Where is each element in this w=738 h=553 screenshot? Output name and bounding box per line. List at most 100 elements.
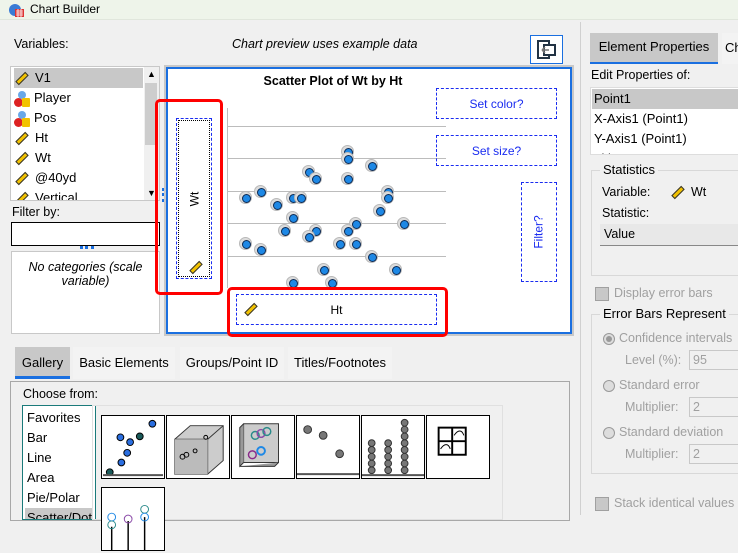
tab-chart-appearance[interactable]: Ch bbox=[722, 33, 738, 64]
variable-item[interactable]: V1 bbox=[14, 68, 143, 88]
collapse-preview-button[interactable] bbox=[530, 35, 563, 64]
chart-type-item[interactable]: Pie/Polar bbox=[27, 490, 80, 505]
scroll-thumb[interactable] bbox=[145, 83, 157, 145]
variable-name: Wt bbox=[35, 150, 51, 165]
thumbnail-grouped-3d-scatter[interactable] bbox=[231, 415, 295, 479]
y-axis-highlight bbox=[155, 99, 223, 295]
statistic-label: Statistic: bbox=[602, 206, 650, 220]
example-point bbox=[333, 236, 347, 250]
x-axis-drop-zone[interactable]: Ht bbox=[236, 294, 437, 325]
sd-multiplier-label: Multiplier: bbox=[625, 447, 679, 461]
example-point bbox=[301, 230, 315, 244]
title-bar: Chart Builder bbox=[0, 0, 738, 20]
gridline bbox=[228, 256, 446, 257]
nominal-icon bbox=[14, 110, 30, 127]
variable-item[interactable]: Player bbox=[14, 88, 143, 108]
variable-item[interactable]: @40yd bbox=[14, 168, 143, 188]
tab-element-properties[interactable]: Element Properties bbox=[590, 33, 718, 64]
scroll-up-icon[interactable]: ▲ bbox=[147, 69, 156, 79]
tab-titles-footnotes[interactable]: Titles/Footnotes bbox=[288, 347, 392, 379]
example-point bbox=[364, 249, 378, 263]
variable-item[interactable]: Pos bbox=[14, 108, 143, 128]
thumbnail-scatterplot-matrix[interactable] bbox=[426, 415, 490, 479]
sd-radio[interactable]: Standard deviation bbox=[603, 425, 723, 439]
example-point bbox=[253, 184, 267, 198]
thumbnail-summary-point[interactable] bbox=[296, 415, 360, 479]
display-error-bars-checkbox[interactable]: Display error bars bbox=[595, 286, 713, 301]
sd-label: Standard deviation bbox=[619, 425, 724, 439]
example-point bbox=[238, 190, 252, 204]
example-point bbox=[277, 223, 291, 237]
chart-type-item[interactable]: Scatter/Dot bbox=[25, 508, 93, 519]
radio[interactable] bbox=[603, 332, 615, 345]
element-item[interactable]: Point1 bbox=[592, 89, 738, 109]
variable-item[interactable]: Ht bbox=[14, 128, 143, 148]
chart-type-item[interactable]: Area bbox=[27, 470, 55, 485]
chart-type-item[interactable]: Line bbox=[27, 450, 52, 465]
element-item[interactable]: Y-Axis1 (Point1) bbox=[594, 131, 687, 146]
example-point bbox=[388, 262, 402, 276]
vertical-splitter-handle[interactable] bbox=[162, 188, 165, 202]
gridline bbox=[228, 126, 446, 127]
element-item[interactable]: Title 1 bbox=[592, 149, 738, 154]
set-color-drop-zone[interactable]: Set color? bbox=[436, 88, 557, 119]
thumbnail-3d-scatter[interactable] bbox=[166, 415, 230, 479]
categories-box: No categories (scale variable) bbox=[11, 251, 160, 334]
example-point bbox=[238, 236, 252, 250]
scroll-down-icon[interactable]: ▼ bbox=[147, 188, 156, 198]
level-label: Level (%): bbox=[625, 353, 682, 367]
nominal-icon bbox=[14, 90, 30, 107]
radio[interactable] bbox=[603, 379, 615, 392]
statistic-select[interactable]: Value bbox=[600, 224, 738, 246]
variable-name: @40yd bbox=[35, 170, 77, 185]
ci-radio[interactable]: Confidence intervals bbox=[603, 331, 732, 345]
chart-type-item[interactable]: Favorites bbox=[27, 410, 81, 425]
chart-title: Scatter Plot of Wt by Ht bbox=[263, 74, 403, 88]
example-point bbox=[380, 190, 394, 204]
move-left-icon bbox=[537, 40, 556, 59]
variable-item[interactable]: Wt bbox=[14, 148, 143, 168]
filter-input[interactable] bbox=[11, 222, 160, 246]
variable-name: V1 bbox=[35, 70, 51, 85]
thumbnail-drop-line[interactable] bbox=[101, 487, 165, 551]
example-point bbox=[349, 236, 363, 250]
se-multiplier-label: Multiplier: bbox=[625, 400, 679, 414]
set-size-drop-zone[interactable]: Set size? bbox=[436, 135, 557, 166]
variable-item[interactable]: Vertical bbox=[14, 188, 143, 200]
stack-identical-checkbox[interactable]: Stack identical values bbox=[595, 496, 734, 511]
sd-multiplier-input[interactable]: 2 bbox=[689, 444, 738, 464]
splitter-handle[interactable] bbox=[80, 246, 94, 249]
scale-icon bbox=[189, 260, 203, 275]
radio[interactable] bbox=[603, 426, 615, 439]
example-point bbox=[372, 203, 386, 217]
x-axis-variable: Ht bbox=[330, 302, 343, 317]
level-input[interactable]: 95 bbox=[689, 350, 738, 370]
scale-icon bbox=[15, 151, 29, 166]
drop-line-icon bbox=[107, 504, 149, 550]
y-axis-drop-zone[interactable]: Wt bbox=[176, 118, 212, 279]
simple-dot-icon bbox=[362, 418, 424, 477]
se-multiplier-input[interactable]: 2 bbox=[689, 397, 738, 417]
scale-icon bbox=[15, 171, 29, 186]
chart-type-item[interactable]: Bar bbox=[27, 430, 48, 445]
element-item[interactable]: X-Axis1 (Point1) bbox=[594, 111, 688, 126]
example-point bbox=[341, 223, 355, 237]
statistics-caption: Statistics bbox=[600, 162, 659, 177]
tab-groups-point-id[interactable]: Groups/Point ID bbox=[180, 347, 284, 379]
scale-icon bbox=[15, 191, 29, 200]
se-label: Standard error bbox=[619, 378, 700, 392]
thumbnail-simple-dot[interactable] bbox=[361, 415, 425, 479]
checkbox[interactable] bbox=[595, 496, 609, 511]
filter-drop-zone[interactable]: Filter? bbox=[521, 182, 557, 282]
scale-icon bbox=[244, 302, 258, 317]
display-error-bars-label: Display error bars bbox=[614, 286, 713, 300]
scale-icon bbox=[15, 131, 29, 146]
thumbnail-simple-scatter[interactable] bbox=[101, 415, 165, 479]
checkbox[interactable] bbox=[595, 286, 609, 301]
tab-basic-elements[interactable]: Basic Elements bbox=[73, 347, 175, 379]
se-radio[interactable]: Standard error bbox=[603, 378, 700, 392]
tab-gallery[interactable]: Gallery bbox=[15, 347, 70, 379]
